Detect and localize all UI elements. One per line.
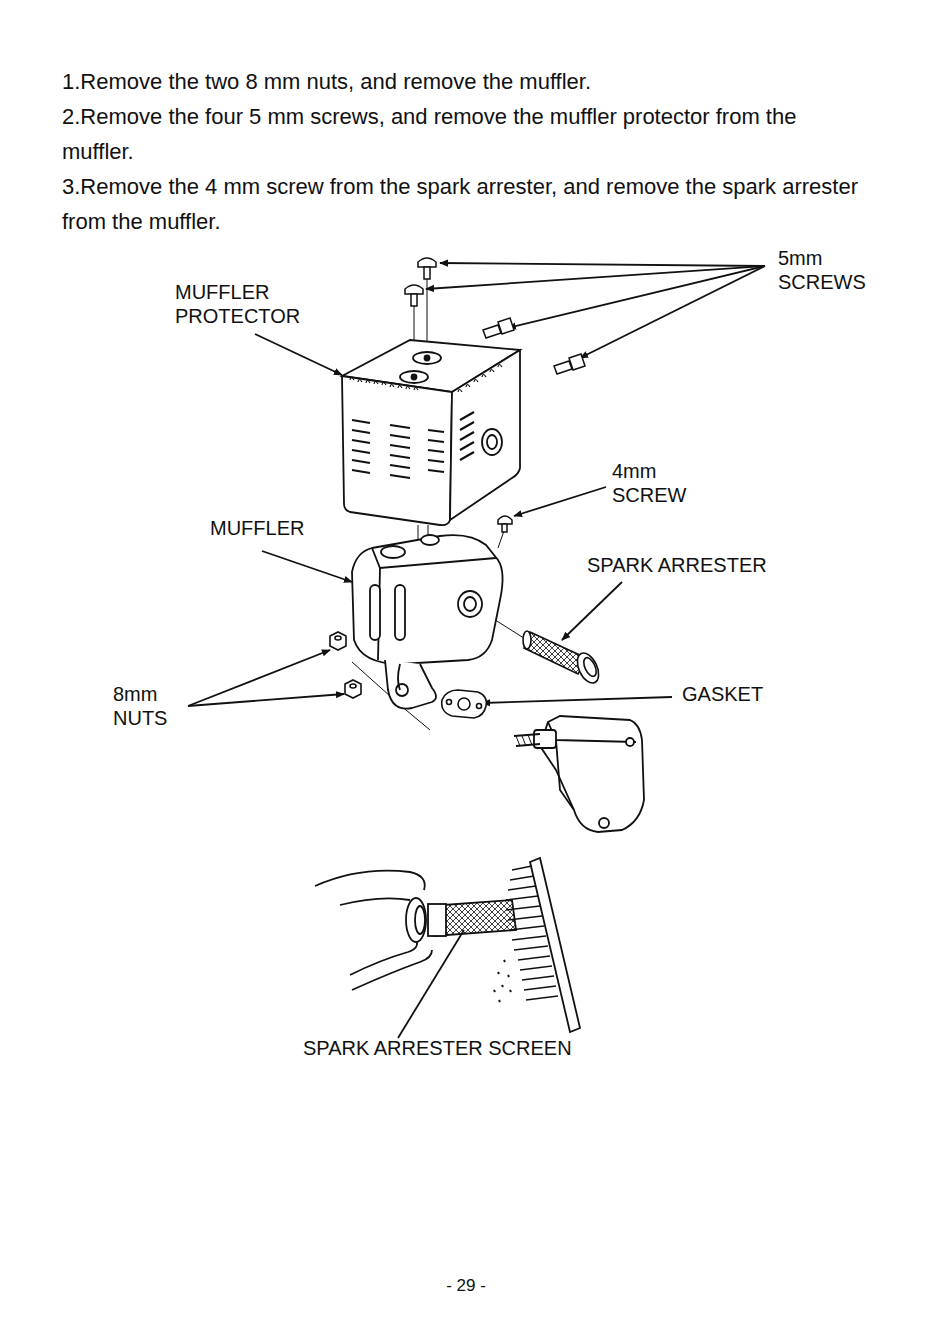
nut-8mm (345, 680, 361, 698)
muffler-body (370, 585, 380, 640)
screw-4mm (502, 524, 507, 532)
screw-5mm (483, 325, 501, 338)
muffler-protector (400, 371, 428, 383)
muffler-protector (342, 340, 520, 525)
muffler-protector (487, 435, 497, 449)
cleaning-illustration (506, 866, 558, 1000)
part-label: SPARK ARRESTER (587, 554, 787, 578)
muffler-body (398, 664, 400, 690)
screw-5mm (554, 361, 572, 374)
muffler-protector (425, 356, 430, 361)
cleaning-illustration (530, 858, 580, 1032)
gasket (458, 698, 470, 710)
engine-cover (599, 818, 609, 828)
leader-arrows (262, 551, 352, 582)
engine-cover (514, 734, 540, 746)
part-label: GASKET (682, 683, 782, 707)
cleaning-illustration (352, 950, 432, 990)
cleaning-illustration (350, 940, 417, 975)
engine-cover (514, 716, 644, 832)
instruction-step: 3.Remove the 4 mm screw from the spark a… (62, 169, 867, 239)
screw-5mm (424, 267, 430, 279)
engine-cover (534, 730, 556, 748)
page-number: - 29 - (416, 1276, 516, 1296)
spark-arrester (523, 631, 603, 686)
cleaning-illustration (406, 898, 426, 942)
muffler-body (385, 660, 436, 709)
muffler-body (421, 535, 439, 545)
nut-8mm (330, 632, 346, 650)
part-label: MUFFLER PROTECTOR (175, 281, 325, 328)
cleaning-illustration (315, 871, 425, 890)
engine-cover (556, 740, 574, 810)
muffler-body (458, 591, 482, 617)
screw-5mm (411, 294, 417, 306)
screw-4mm (498, 516, 512, 524)
nut-8mm (335, 636, 341, 640)
leader-arrows (562, 582, 622, 640)
gasket (477, 704, 482, 709)
gasket (447, 700, 452, 705)
instruction-step: 2.Remove the four 5 mm screws, and remov… (62, 99, 867, 169)
part-label: SPARK ARRESTER SCREEN (303, 1037, 603, 1061)
leader-arrows (188, 694, 344, 706)
spark-arrester (581, 656, 599, 678)
muffler-body (396, 684, 408, 696)
muffler-protector (412, 375, 417, 380)
leader-arrows (440, 263, 765, 266)
engine-cover (548, 722, 636, 742)
muffler-body (464, 597, 476, 611)
leader-arrows (482, 697, 672, 703)
leader-arrows (398, 930, 464, 1038)
nut-8mm (350, 684, 356, 688)
screw-5mm (405, 285, 423, 294)
spark-arrester (523, 631, 531, 649)
leader-arrows (514, 487, 606, 516)
muffler-protector (482, 429, 502, 455)
spark-arrester (524, 632, 586, 674)
leader-arrows (580, 266, 765, 358)
muffler-body (352, 535, 503, 709)
spark-arrester (573, 650, 603, 687)
leader-arrows (508, 266, 765, 328)
engine-cover (516, 735, 532, 746)
gasket (442, 690, 487, 718)
cleaning-illustration (494, 960, 511, 1002)
muffler-body (395, 585, 405, 640)
muffler-protector (413, 352, 441, 364)
muffler-protector (352, 412, 474, 478)
cleaning-illustration (428, 904, 446, 936)
part-label: MUFFLER (210, 517, 330, 541)
instruction-step: 1.Remove the two 8 mm nuts, and remove t… (62, 64, 867, 99)
cleaning-illustration (315, 858, 580, 1032)
part-label: 4mm SCREW (612, 460, 698, 507)
screw-4mm (498, 516, 512, 532)
part-label: 5mm SCREWS (778, 247, 874, 294)
cleaning-illustration (415, 906, 425, 934)
muffler-protector (350, 365, 502, 393)
muffler-body (352, 535, 503, 664)
gasket (442, 690, 487, 718)
screw-5mm (418, 258, 436, 267)
nut-8mm (330, 632, 361, 698)
engine-cover (626, 738, 634, 746)
part-label: 8mm NUTS (113, 683, 177, 730)
cleaning-illustration (340, 898, 410, 905)
leader-arrows (188, 263, 765, 1038)
muffler-body (381, 546, 405, 558)
leader-arrows (255, 334, 342, 375)
